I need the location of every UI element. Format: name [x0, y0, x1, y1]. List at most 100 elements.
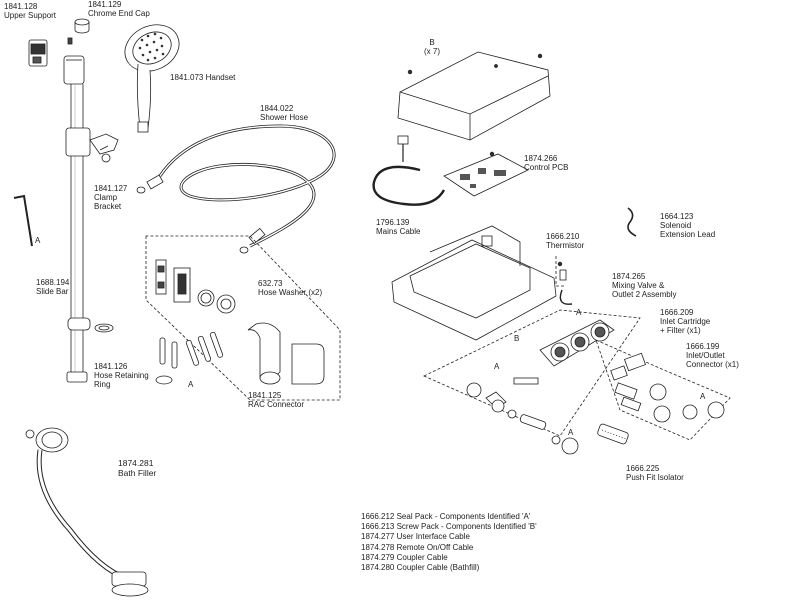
label-slide-bar: 1688.194 Slide Bar [36, 278, 69, 296]
letter-screws-b: B [429, 38, 435, 47]
code-slide-bar: 1688.194 [36, 278, 70, 287]
code-upper-support: 1841.128 [4, 2, 38, 11]
label-bath-filler: 1874.281 Bath Filler [118, 458, 156, 478]
code-push-fit: 1666.225 [626, 464, 660, 473]
name-inlet-outlet-2: Connector (x1) [686, 360, 739, 369]
slide-bar-part [63, 55, 88, 383]
name-handset: Handset [205, 73, 236, 82]
marker-a: A [188, 380, 194, 389]
marker-a: A [494, 362, 500, 371]
valve-assembly-box [423, 309, 731, 441]
allen-key-part [13, 194, 33, 247]
code-rac-connector: 1841.125 [248, 391, 282, 400]
label-mixing-valve: 1874.265 Mixing Valve & Outlet 2 Assembl… [612, 272, 676, 299]
thermistor-part [555, 256, 573, 305]
code-thermistor: 1666.210 [546, 232, 580, 241]
bath-filler-part [25, 427, 149, 597]
name-push-fit: Push Fit Isolator [626, 473, 684, 482]
label-inlet-cartridge: 1666.209 Inlet Cartridge + Filter (x1) [660, 308, 710, 335]
name-solenoid-lead-2: Extension Lead [660, 230, 716, 239]
top-cover-part [397, 51, 551, 141]
label-end-cap: 1841.129 Chrome End Cap [88, 0, 150, 18]
name-shower-hose: Shower Hose [260, 113, 309, 122]
name-mixing-valve-2: Outlet 2 Assembly [612, 290, 677, 299]
parts-legend: 1666.212 Seal Pack - Components Identifi… [361, 512, 537, 573]
rac-wall-plate [155, 259, 236, 314]
name-clamp-bracket-1: Clamp [94, 193, 118, 202]
label-control-pcb: 1874.266 Control PCB [524, 154, 568, 172]
label-mains-cable: 1796.139 Mains Cable [376, 218, 420, 236]
name-hose-ring-1: Hose Retaining [94, 371, 149, 380]
label-solenoid-lead: 1664.123 Solenoid Extension Lead [660, 212, 715, 239]
name-hose-washer: Hose Washer (x2) [258, 288, 323, 297]
name-slide-bar: Slide Bar [36, 287, 69, 296]
code-shower-hose: 1844.022 [260, 104, 294, 113]
code-mains-cable: 1796.139 [376, 218, 410, 227]
code-solenoid-lead: 1664.123 [660, 212, 694, 221]
push-fit-isolator-part [597, 423, 629, 445]
name-inlet-cartridge-1: Inlet Cartridge [660, 317, 711, 326]
label-hose-washer: 632.73 Hose Washer (x2) [258, 279, 322, 297]
label-screws-b: B (x 7) [424, 38, 440, 56]
code-hose-ring: 1841.126 [94, 362, 128, 371]
marker-a: A [35, 236, 41, 245]
screw-b-icons [407, 53, 563, 267]
legend-line: 1666.213 Screw Pack - Components Identif… [361, 522, 537, 532]
name-rac-connector: RAC Connector [248, 400, 305, 409]
code-inlet-outlet: 1666.199 [686, 342, 720, 351]
hose-retaining-ring-part [67, 317, 114, 333]
rac-elbow [247, 322, 325, 385]
name-control-pcb: Control PCB [524, 163, 569, 172]
name-inlet-outlet-1: Inlet/Outlet [686, 351, 725, 360]
name-end-cap: Chrome End Cap [88, 9, 150, 18]
name-bath-filler: Bath Filler [118, 468, 157, 478]
legend-line: 1874.278 Remote On/Off Cable [361, 542, 474, 552]
name-hose-ring-2: Ring [94, 380, 111, 389]
shower-hose-part [136, 124, 336, 254]
name-solenoid-lead-1: Solenoid [660, 221, 692, 230]
code-clamp-bracket: 1841.127 [94, 184, 128, 193]
inlet-assembly-left [466, 382, 579, 455]
inlet-outlet-right [610, 352, 725, 423]
upper-support-part [28, 39, 48, 67]
legend-line: 1874.279 Coupler Cable [361, 552, 448, 562]
qty-screws-b: (x 7) [424, 47, 440, 56]
code-control-pcb: 1874.266 [524, 154, 558, 163]
label-rac-connector: 1841.125 RAC Connector [248, 391, 304, 409]
code-handset: 1841.073 [170, 73, 204, 82]
name-upper-support: Upper Support [4, 11, 57, 20]
wall-plugs [155, 331, 224, 385]
marker-a: A [700, 392, 706, 401]
label-push-fit: 1666.225 Push Fit Isolator [626, 464, 684, 482]
legend-line: 1874.280 Coupler Cable (Bathfill) [361, 563, 480, 573]
code-mixing-valve: 1874.265 [612, 272, 646, 281]
label-shower-hose: 1844.022 Shower Hose [260, 104, 308, 122]
label-thermistor: 1666.210 Thermistor [546, 232, 584, 250]
legend-line: 1874.277 User Interface Cable [361, 532, 470, 542]
code-hose-washer: 632.73 [258, 279, 283, 288]
label-upper-support: 1841.128 Upper Support [4, 2, 56, 20]
label-clamp-bracket: 1841.127 Clamp Bracket [94, 184, 127, 211]
solenoid-lead-part [627, 207, 637, 237]
name-mixing-valve-1: Mixing Valve & [612, 281, 665, 290]
label-hose-ring: 1841.126 Hose Retaining Ring [94, 362, 149, 389]
name-inlet-cartridge-2: + Filter (x1) [660, 326, 701, 335]
code-bath-filler: 1874.281 [118, 458, 154, 468]
control-pcb-part [443, 153, 529, 197]
label-handset: 1841.073 Handset [170, 73, 235, 82]
handset-part [124, 24, 180, 133]
marker-a: A [568, 428, 574, 437]
name-clamp-bracket-2: Bracket [94, 202, 122, 211]
mixing-valve-part [513, 319, 615, 385]
housing-part [391, 225, 557, 341]
code-end-cap: 1841.129 [88, 0, 122, 9]
label-inlet-outlet: 1666.199 Inlet/Outlet Connector (x1) [686, 342, 739, 369]
name-mains-cable: Mains Cable [376, 227, 421, 236]
legend-line: 1666.212 Seal Pack - Components Identifi… [361, 512, 531, 521]
end-cap-part [67, 18, 90, 45]
mains-cable-part [372, 135, 446, 206]
name-thermistor: Thermistor [546, 241, 585, 250]
clamp-bracket-part [65, 127, 119, 163]
